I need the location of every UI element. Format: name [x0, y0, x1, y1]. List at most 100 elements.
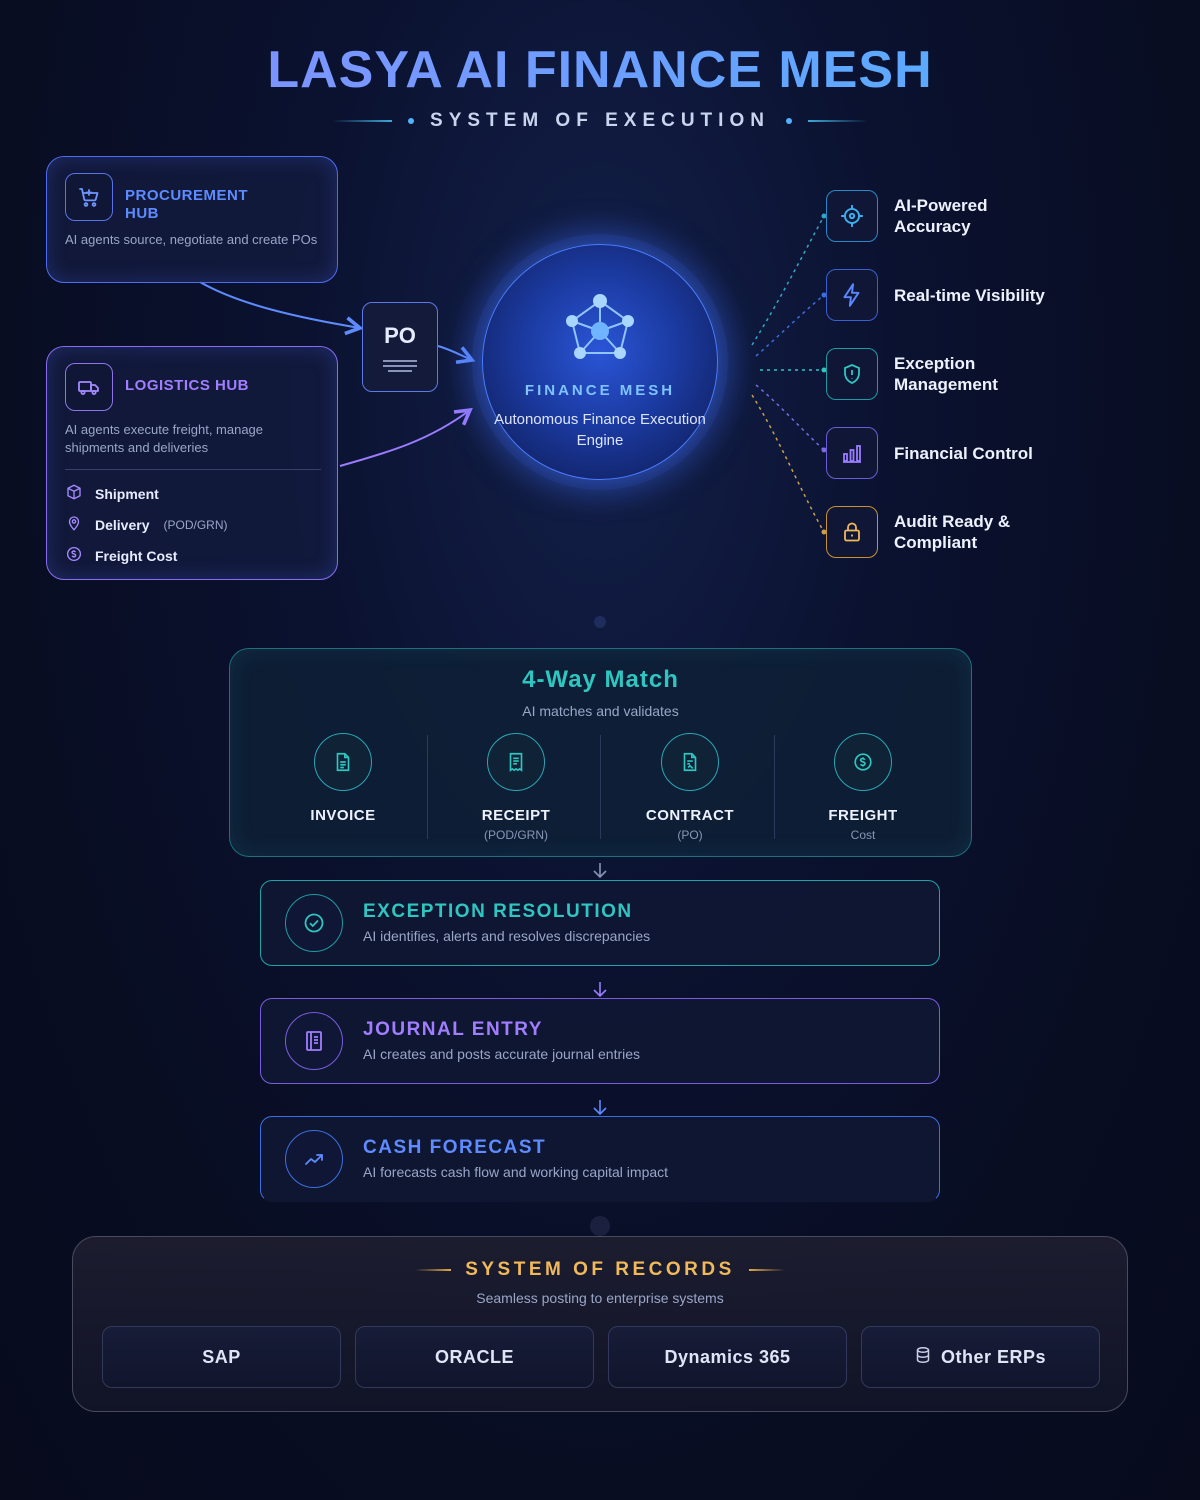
match-title: 4-Way Match [522, 666, 679, 693]
subtitle-right-line [807, 120, 868, 122]
coin-icon [834, 733, 892, 791]
match-column-note: (POD/GRN) [484, 828, 548, 842]
core-to-feature-4-line [755, 384, 825, 451]
box-icon [65, 483, 83, 504]
feature-audit-ready[interactable]: Audit Ready & Compliant [826, 506, 1054, 558]
match-subtitle: AI matches and validates [522, 703, 679, 719]
logistics-hub-title: LOGISTICS HUB [125, 377, 250, 394]
system-of-records-panel[interactable]: SYSTEM OF RECORDS Seamless posting to en… [72, 1236, 1128, 1412]
truck-icon [65, 363, 113, 411]
lock-icon [826, 506, 878, 558]
subtitle-left-line [332, 120, 393, 122]
logistics-item-delivery[interactable]: Delivery (POD/GRN) [65, 514, 227, 535]
logistics-item-freight-cost[interactable]: Freight Cost [65, 545, 177, 566]
logistics-item-note: (POD/GRN) [163, 517, 228, 532]
match-column-invoice[interactable]: INVOICE [257, 733, 429, 843]
ledger-icon [285, 1012, 343, 1070]
feature-financial-control[interactable]: Financial Control [826, 427, 1054, 479]
erp-oracle[interactable]: ORACLE [355, 1326, 594, 1388]
core-description: Autonomous Finance Execution Engine [494, 411, 706, 449]
logistics-item-shipment[interactable]: Shipment [65, 483, 159, 504]
coin-icon [65, 545, 83, 566]
procurement-hub-card[interactable]: PROCUREMENT HUB AI agents source, negoti… [46, 156, 338, 283]
subtitle-right-dot [785, 118, 792, 124]
records-title: SYSTEM OF RECORDS [465, 1259, 735, 1280]
records-subtitle: Seamless posting to enterprise systems [476, 1290, 724, 1306]
core-title: FINANCE MESH [524, 382, 676, 399]
step-title: CASH FORECAST [363, 1137, 547, 1158]
step-title: EXCEPTION RESOLUTION [363, 901, 633, 922]
four-way-match-panel[interactable]: 4-Way Match AI matches and validates INV… [229, 648, 972, 857]
match-column-contract[interactable]: CONTRACT (PO) [604, 733, 776, 843]
step-description: AI creates and posts accurate journal en… [363, 1046, 641, 1062]
logistics-item-label: Delivery [95, 516, 150, 533]
records-title-row: SYSTEM OF RECORDS [73, 1259, 1127, 1281]
po-node[interactable]: PO [362, 302, 438, 392]
procurement-hub-title: PROCUREMENT HUB [125, 187, 249, 222]
match-column-label: RECEIPT [481, 807, 551, 824]
database-icon [915, 1346, 931, 1369]
feature-label: Audit Ready & Compliant [894, 512, 1011, 552]
finance-mesh-core[interactable]: FINANCE MESH Autonomous Finance Executio… [482, 244, 718, 480]
step-title: JOURNAL ENTRY [363, 1019, 543, 1040]
location-pin-icon [65, 514, 83, 535]
step-description: AI forecasts cash flow and working capit… [363, 1164, 669, 1180]
procurement-to-po-arrow [199, 281, 364, 336]
erp-label: SAP [202, 1346, 241, 1367]
step-exception-resolution[interactable]: EXCEPTION RESOLUTION AI identifies, aler… [260, 880, 940, 966]
logistics-item-label: Shipment [95, 485, 159, 502]
match-column-label: FREIGHT [828, 807, 898, 824]
lightning-icon [826, 269, 878, 321]
check-circle-icon [285, 894, 343, 952]
core-to-feature-1-line [751, 215, 825, 346]
erp-dynamics-365[interactable]: Dynamics 365 [608, 1326, 847, 1388]
network-mesh-icon [566, 294, 634, 359]
match-separator [774, 735, 775, 839]
shield-icon [826, 348, 878, 400]
document-lines-icon [383, 357, 417, 375]
match-column-note: Cost [850, 828, 876, 842]
trend-up-icon [285, 1130, 343, 1188]
glow-node-top [594, 616, 606, 628]
page-subtitle: SYSTEM OF EXECUTION [430, 110, 770, 131]
step-description: AI identifies, alerts and resolves discr… [363, 928, 651, 944]
down-arrow-icon [593, 982, 607, 998]
feature-label: Financial Control [894, 443, 1033, 463]
match-separator [600, 735, 601, 839]
match-column-receipt[interactable]: RECEIPT (POD/GRN) [430, 733, 602, 843]
records-left-line [415, 1269, 452, 1271]
match-separator [427, 735, 428, 839]
receipt-icon [487, 733, 545, 791]
erp-sap[interactable]: SAP [102, 1326, 341, 1388]
subtitle-left-dot [408, 118, 415, 124]
erp-label: ORACLE [435, 1346, 514, 1367]
target-icon [826, 190, 878, 242]
glow-node-bottom [590, 1216, 610, 1236]
logistics-hub-card[interactable]: LOGISTICS HUB AI agents execute freight,… [46, 346, 338, 580]
page-title: LASYA AI FINANCE MESH [0, 40, 1200, 100]
feature-exception-management[interactable]: Exception Management [826, 348, 1054, 400]
records-right-line [748, 1269, 785, 1271]
erp-other[interactable]: Other ERPs [861, 1326, 1100, 1388]
match-column-note: (PO) [677, 828, 703, 842]
step-cash-forecast[interactable]: CASH FORECAST AI forecasts cash flow and… [260, 1116, 940, 1202]
feature-ai-powered-accuracy[interactable]: AI-Powered Accuracy [826, 190, 1054, 242]
step-journal-entry[interactable]: JOURNAL ENTRY AI creates and posts accur… [260, 998, 940, 1084]
po-label: PO [384, 323, 416, 348]
subtitle-row: SYSTEM OF EXECUTION [0, 108, 1200, 134]
match-column-freight[interactable]: FREIGHT Cost [777, 733, 949, 843]
match-column-label: INVOICE [310, 807, 376, 824]
down-arrow-icon [593, 1100, 607, 1116]
erp-label: Other ERPs [940, 1346, 1047, 1367]
bar-chart-icon [826, 427, 878, 479]
logistics-divider [65, 469, 321, 470]
down-arrow-icon [593, 863, 607, 879]
core-to-feature-5-line [751, 394, 825, 533]
document-icon [314, 733, 372, 791]
cart-icon [65, 173, 113, 221]
logistics-hub-description: AI agents execute freight, manage shipme… [65, 422, 264, 455]
logistics-to-core-arrow [339, 407, 473, 467]
feature-label: AI-Powered Accuracy [894, 196, 988, 236]
feature-real-time-visibility[interactable]: Real-time Visibility [826, 269, 1054, 321]
